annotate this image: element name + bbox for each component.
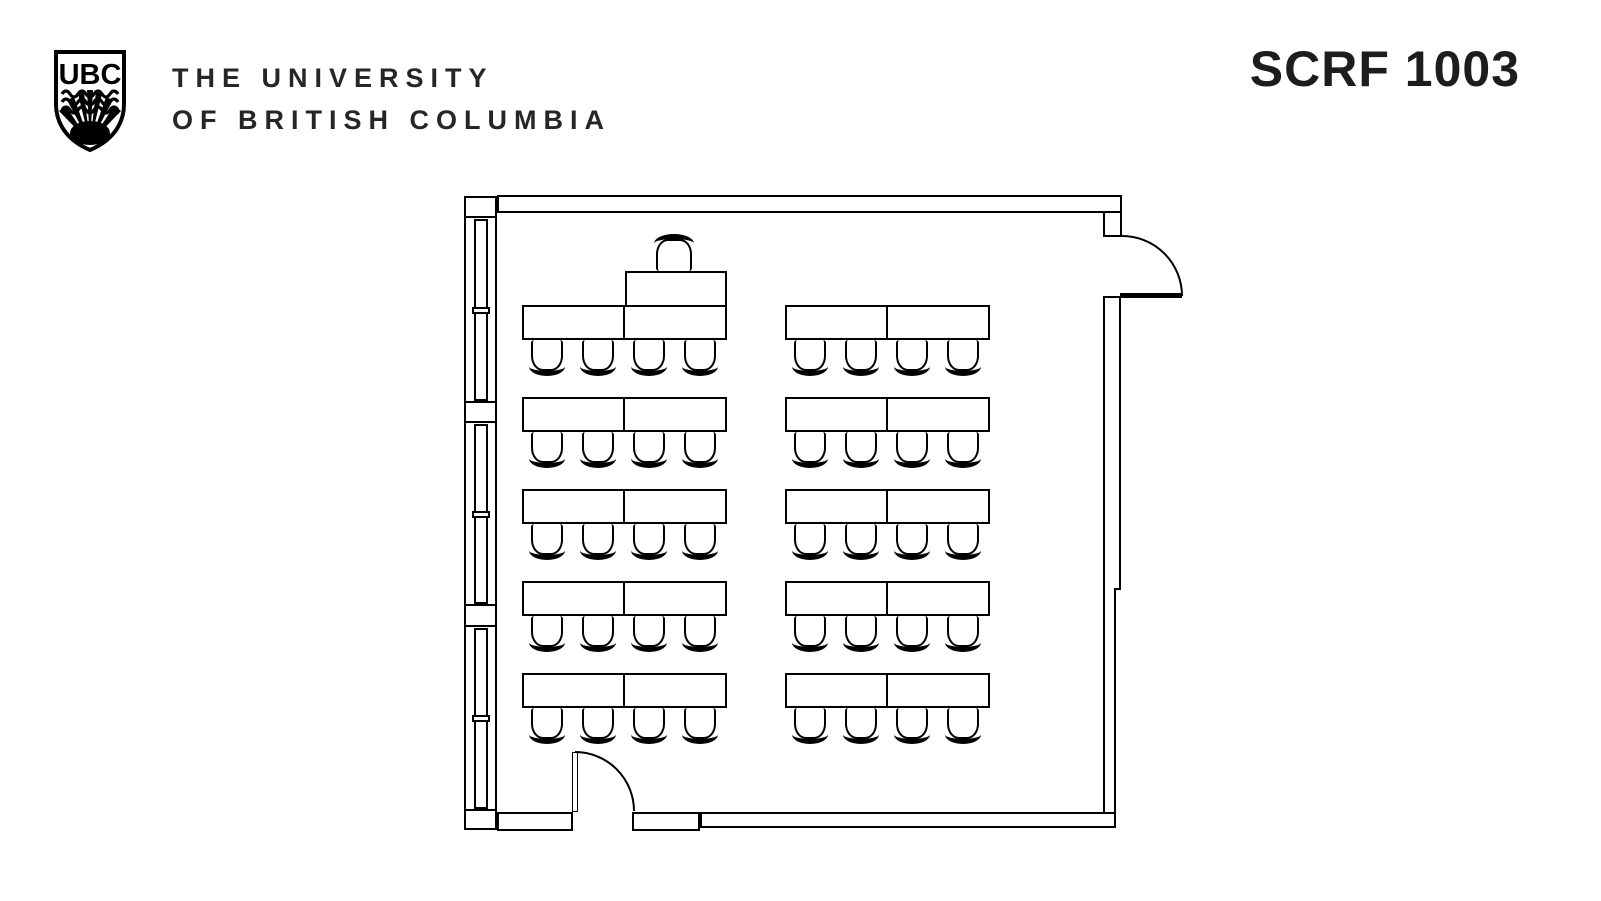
wall-bottom-mid-segment bbox=[632, 812, 700, 831]
table-row-left-5 bbox=[522, 673, 727, 744]
table-row-right-4 bbox=[785, 581, 990, 652]
chair bbox=[843, 708, 879, 744]
chair bbox=[894, 432, 930, 468]
chair bbox=[894, 616, 930, 652]
chair bbox=[792, 340, 828, 376]
wall-top bbox=[497, 195, 1122, 213]
door-swing-arc-bottom-left bbox=[574, 751, 635, 812]
table-divider bbox=[886, 673, 888, 708]
door-leaf-bottom-left bbox=[572, 752, 578, 812]
chair bbox=[529, 432, 565, 468]
chair bbox=[894, 524, 930, 560]
table-divider bbox=[886, 581, 888, 616]
chair bbox=[631, 616, 667, 652]
table-divider bbox=[623, 397, 625, 432]
chair bbox=[843, 616, 879, 652]
window-2-mullion-bar bbox=[472, 511, 490, 518]
wall-right-outer-upper bbox=[1119, 296, 1121, 590]
chair bbox=[631, 708, 667, 744]
wall-bottom-right-segment bbox=[700, 812, 1116, 828]
table-divider bbox=[886, 397, 888, 432]
chair bbox=[792, 432, 828, 468]
door-leaf-top-right bbox=[1120, 293, 1182, 298]
chair bbox=[792, 524, 828, 560]
table-divider bbox=[623, 581, 625, 616]
window-2-cap bbox=[474, 424, 488, 426]
door-swing-arc-top-right bbox=[1121, 235, 1183, 297]
chair bbox=[843, 340, 879, 376]
chair bbox=[580, 616, 616, 652]
table-divider bbox=[623, 673, 625, 708]
wall-right-inner bbox=[1103, 296, 1105, 813]
chair bbox=[682, 616, 718, 652]
chair bbox=[792, 708, 828, 744]
chair bbox=[529, 340, 565, 376]
table-divider bbox=[623, 305, 625, 340]
chair bbox=[631, 340, 667, 376]
wordmark-line-1: THE UNIVERSITY bbox=[172, 63, 494, 93]
chair bbox=[945, 340, 981, 376]
table-divider bbox=[886, 305, 888, 340]
chair bbox=[580, 524, 616, 560]
room-code-title: SCRF 1003 bbox=[1249, 41, 1520, 97]
chair bbox=[682, 708, 718, 744]
table-row-left-2 bbox=[522, 397, 727, 468]
chair bbox=[682, 340, 718, 376]
instructor-table bbox=[625, 271, 727, 307]
table-row-right-3 bbox=[785, 489, 990, 560]
chair bbox=[631, 432, 667, 468]
window-wall-top-block bbox=[464, 196, 497, 218]
window-wall-pier-1 bbox=[464, 401, 497, 423]
chair bbox=[843, 432, 879, 468]
chair bbox=[529, 708, 565, 744]
chair bbox=[682, 432, 718, 468]
chair bbox=[945, 432, 981, 468]
table-row-right-1 bbox=[785, 305, 990, 376]
chair bbox=[894, 340, 930, 376]
ubc-crest-logo: UBC bbox=[54, 50, 126, 153]
wall-right-outer-lower bbox=[1114, 588, 1116, 828]
wall-top-right-jamb bbox=[1103, 211, 1122, 237]
window-2-cap bbox=[474, 602, 488, 604]
chair bbox=[580, 432, 616, 468]
chair bbox=[945, 524, 981, 560]
chair bbox=[843, 524, 879, 560]
crest-monogram-text: UBC bbox=[59, 59, 122, 91]
table-row-left-4 bbox=[522, 581, 727, 652]
window-1-cap bbox=[474, 399, 488, 401]
table-row-right-2 bbox=[785, 397, 990, 468]
window-3-cap bbox=[474, 807, 488, 809]
chair bbox=[945, 616, 981, 652]
table-row-left-1 bbox=[522, 305, 727, 376]
crest-sunburst-icon bbox=[59, 90, 121, 145]
window-wall-bottom-block bbox=[464, 809, 497, 830]
table-row-left-3 bbox=[522, 489, 727, 560]
university-wordmark: THE UNIVERSITY OF BRITISH COLUMBIA bbox=[172, 57, 611, 141]
chair bbox=[529, 524, 565, 560]
window-wall-pier-2 bbox=[464, 604, 497, 627]
table-divider bbox=[886, 489, 888, 524]
table-row-right-5 bbox=[785, 673, 990, 744]
window-3-cap bbox=[474, 628, 488, 630]
chair bbox=[580, 340, 616, 376]
chair bbox=[631, 524, 667, 560]
chair bbox=[945, 708, 981, 744]
wall-right-cap bbox=[1103, 296, 1121, 298]
window-1-cap bbox=[474, 219, 488, 221]
chair bbox=[682, 524, 718, 560]
window-1-mullion-bar bbox=[472, 307, 490, 314]
chair bbox=[580, 708, 616, 744]
window-wall-outer-line bbox=[464, 196, 466, 830]
table-divider bbox=[623, 489, 625, 524]
chair bbox=[529, 616, 565, 652]
chair bbox=[792, 616, 828, 652]
wall-bottom-left-segment bbox=[497, 812, 573, 831]
instructor-chair bbox=[656, 239, 692, 271]
wall-right-jog bbox=[1114, 588, 1121, 590]
window-3-mullion-bar bbox=[472, 715, 490, 722]
wordmark-line-2: OF BRITISH COLUMBIA bbox=[172, 105, 611, 135]
window-wall-inner-line bbox=[495, 196, 497, 830]
chair bbox=[894, 708, 930, 744]
